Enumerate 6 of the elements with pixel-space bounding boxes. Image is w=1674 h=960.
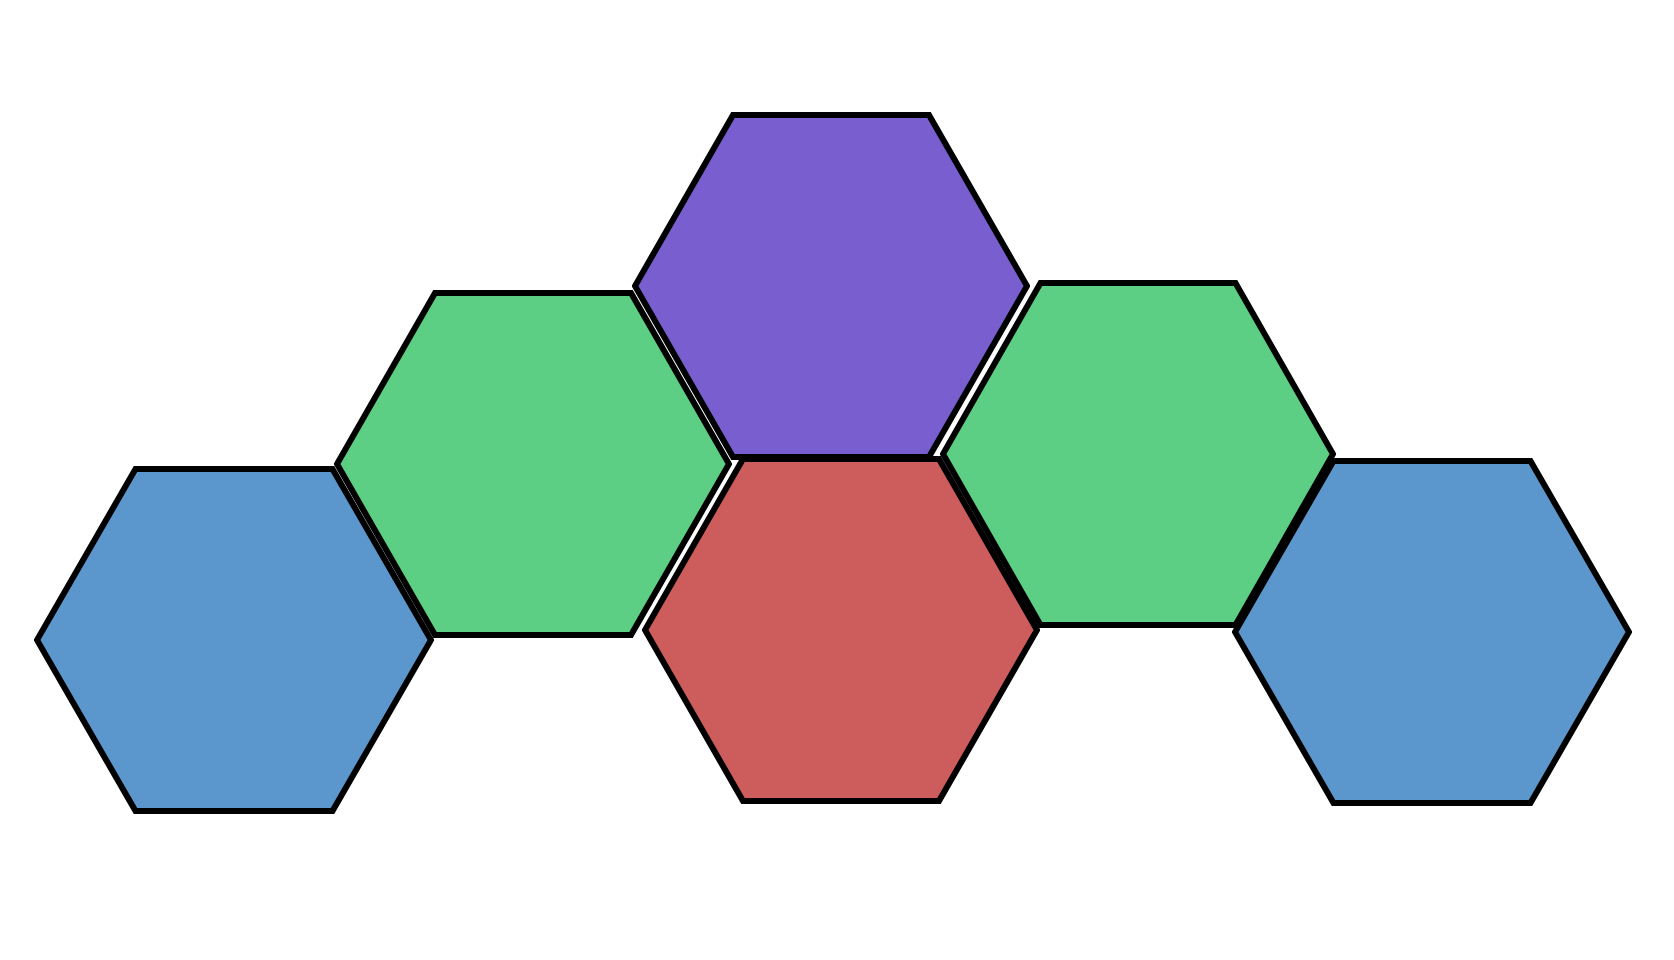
hexagon-tile [940, 280, 1336, 628]
hexagon-tile [632, 112, 1030, 460]
hexagon-tile [334, 290, 732, 638]
hexagon-tile [34, 466, 434, 814]
hexagon-tile [1232, 458, 1632, 806]
hexagon-tile [642, 456, 1040, 804]
